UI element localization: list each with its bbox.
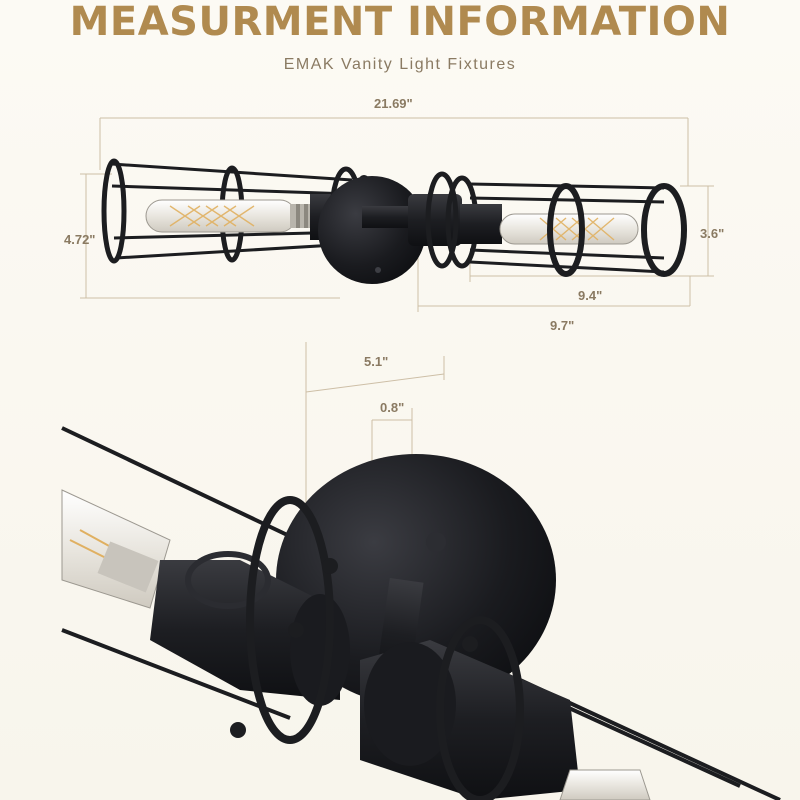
right-socket (408, 171, 502, 269)
base-depth-label: 0.8" (380, 400, 405, 415)
wall-plate (318, 176, 426, 284)
left-bulb (145, 199, 314, 233)
half-length-label: 9.7" (550, 318, 575, 333)
closeup-bulb-right (559, 769, 651, 800)
overall-length-label: 21.69" (374, 96, 413, 111)
closeup-socket-right (360, 616, 580, 800)
arm-length-label: 9.4" (578, 288, 603, 303)
dimension-lines-top (80, 117, 714, 312)
right-cage (469, 182, 687, 277)
page-title: MEASURMENT INFORMATION (69, 0, 731, 45)
height-label: 4.72" (64, 232, 96, 247)
right-bulb (499, 213, 639, 245)
cage-diameter-label: 3.6" (700, 226, 725, 241)
product-subtitle: EMAK Vanity Light Fixtures (283, 56, 517, 73)
closeup-bulb (61, 489, 171, 609)
closeup-socket-left (150, 496, 350, 744)
base-diameter-label: 5.1" (364, 354, 389, 369)
